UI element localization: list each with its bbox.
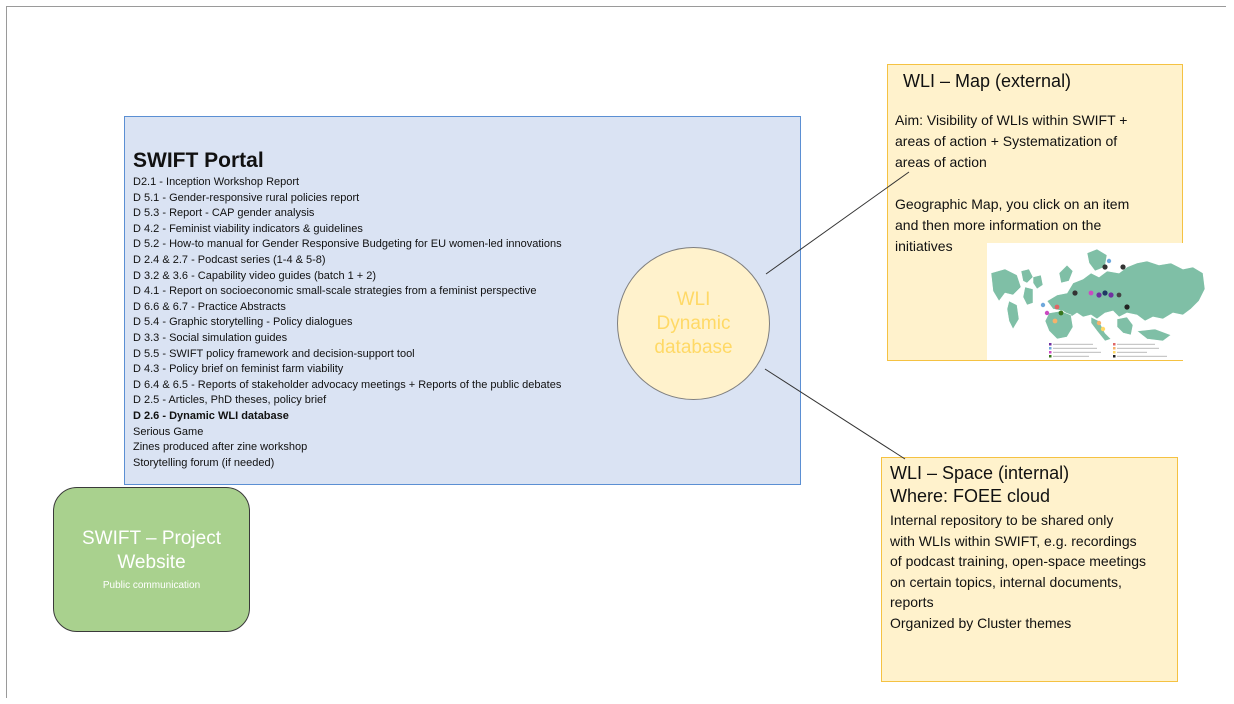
deliverable-item: D 2.6 - Dynamic WLI database bbox=[133, 409, 289, 422]
map-box-title: WLI – Map (external) bbox=[903, 71, 1072, 91]
wli-space-box: WLI – Space (internal) Where: FOEE cloud… bbox=[881, 457, 1178, 682]
space-box-description: Internal repository to be shared only wi… bbox=[890, 512, 1147, 610]
map-pins bbox=[1040, 258, 1130, 332]
europe-map-graphic bbox=[987, 243, 1209, 360]
deliverable-item: D 6.4 & 6.5 - Reports of stakeholder adv… bbox=[133, 378, 562, 391]
deliverable-item: D 5.5 - SWIFT policy framework and decis… bbox=[133, 347, 415, 360]
space-box-title: WLI – Space (internal) bbox=[890, 463, 1070, 483]
website-subtitle: Public communication bbox=[102, 579, 201, 591]
portal-title: SWIFT Portal bbox=[133, 149, 264, 172]
deliverable-item: D 2.5 - Articles, PhD theses, policy bri… bbox=[133, 394, 327, 407]
space-box-organized: Organized by Cluster themes bbox=[890, 614, 1072, 631]
map-box-aim: Aim: Visibility of WLIs within SWIFT + a… bbox=[895, 112, 1128, 170]
project-website-box: SWIFT – Project Website Public communica… bbox=[53, 487, 250, 632]
europe-map-thumbnail bbox=[987, 243, 1209, 360]
deliverable-item: D2.1 - Inception Workshop Report bbox=[133, 176, 300, 188]
map-box-description: Geographic Map, you click on an item and… bbox=[895, 196, 1130, 254]
deliverable-item: D 5.4 - Graphic storytelling - Policy di… bbox=[133, 316, 353, 329]
deliverable-item: D 5.2 - How-to manual for Gender Respons… bbox=[133, 238, 562, 251]
database-label: WLI Dynamic database bbox=[654, 288, 733, 358]
deliverable-item: D 5.1 - Gender-responsive rural policies… bbox=[133, 191, 360, 204]
deliverable-item: Zines produced after zine workshop bbox=[133, 441, 308, 454]
deliverable-item: D 2.4 & 2.7 - Podcast series (1-4 & 5-8) bbox=[133, 253, 326, 266]
deliverable-item: D 3.3 - Social simulation guides bbox=[133, 331, 288, 344]
deliverable-item: D 5.3 - Report - CAP gender analysis bbox=[133, 207, 315, 220]
deliverable-item: Serious Game bbox=[133, 425, 204, 438]
deliverables-list: D2.1 - Inception Workshop Report D 5.1 - … bbox=[133, 175, 800, 471]
deliverable-item: D 6.6 & 6.7 - Practice Abstracts bbox=[133, 300, 286, 313]
world-inset bbox=[990, 268, 1034, 330]
deliverable-item: Storytelling forum (if needed) bbox=[133, 456, 275, 469]
deliverable-item: D 4.3 - Policy brief on feminist farm vi… bbox=[133, 363, 344, 376]
slide-frame bbox=[6, 6, 1226, 698]
website-title: SWIFT – Project Website bbox=[81, 527, 221, 573]
europe-landmass bbox=[1032, 248, 1206, 342]
wli-dynamic-database-node: WLI Dynamic database bbox=[617, 247, 770, 400]
deliverable-item: D 4.1 - Report on socioeconomic small-sc… bbox=[133, 285, 537, 298]
space-box-where: Where: FOEE cloud bbox=[890, 486, 1051, 506]
deliverable-item: D 4.2 - Feminist viability indicators & … bbox=[133, 222, 363, 235]
deliverable-item: D 3.2 & 3.6 - Capability video guides (b… bbox=[133, 269, 377, 282]
map-legend bbox=[1049, 343, 1167, 358]
